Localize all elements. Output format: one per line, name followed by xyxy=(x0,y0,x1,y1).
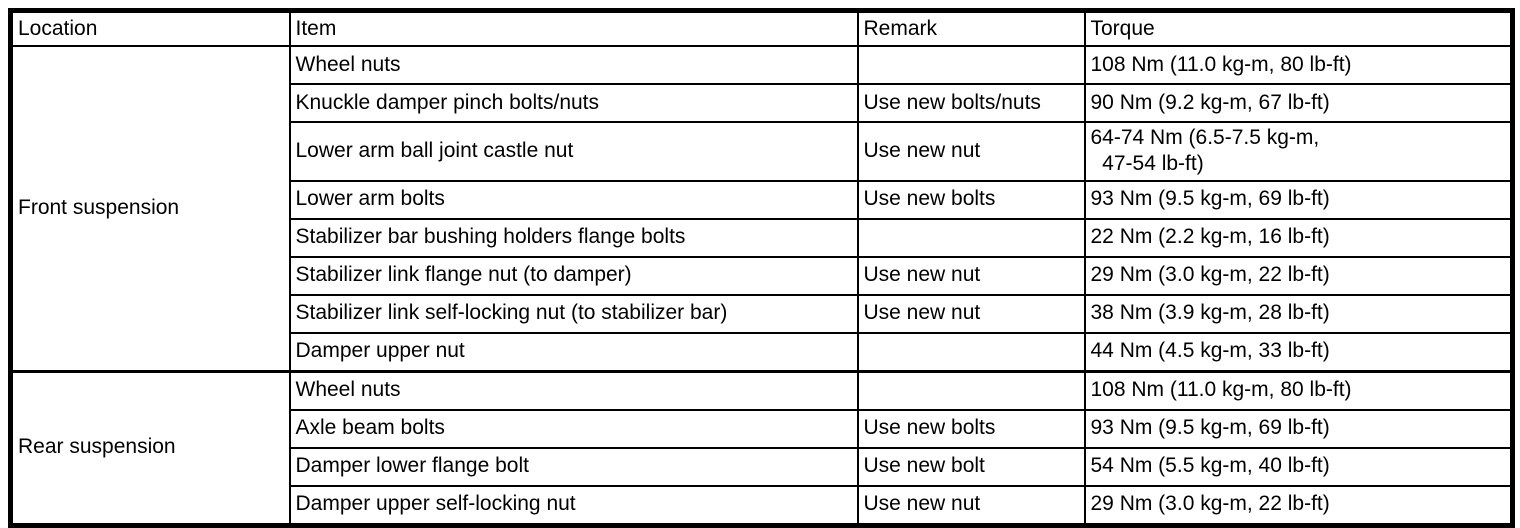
item-cell: Knuckle damper pinch bolts/nuts xyxy=(288,83,859,123)
column-header-remark: Remark xyxy=(856,9,1086,47)
table-row: Axle beam bolts Use new bolts 93 Nm (9.5… xyxy=(11,408,1514,449)
torque-cell: 29 Nm (3.0 kg-m, 22 lb-ft) xyxy=(1083,484,1514,526)
table-row: Lower arm bolts Use new bolts 93 Nm (9.5… xyxy=(11,179,1514,220)
table-row: Knuckle damper pinch bolts/nuts Use new … xyxy=(11,83,1514,123)
table-row: Stabilizer link flange nut (to damper) U… xyxy=(11,255,1514,296)
item-cell: Wheel nuts xyxy=(288,45,859,85)
table-row: Damper upper nut 44 Nm (4.5 kg-m, 33 lb-… xyxy=(11,331,1514,372)
remark-cell: Use new nut xyxy=(856,255,1086,296)
item-cell: Wheel nuts xyxy=(288,369,859,411)
remark-cell: Use new bolts/nuts xyxy=(856,83,1086,123)
remark-cell: Use new bolt xyxy=(856,446,1086,487)
torque-spec-table: Location Item Remark Torque Front suspen… xyxy=(8,8,1515,528)
torque-spec-table-container: Location Item Remark Torque Front suspen… xyxy=(8,8,1515,528)
item-cell: Stabilizer link flange nut (to damper) xyxy=(288,255,859,296)
table-row: Lower arm ball joint castle nut Use new … xyxy=(11,121,1514,182)
header-row: Location Item Remark Torque xyxy=(9,9,1514,47)
torque-cell: 38 Nm (3.9 kg-m, 28 lb-ft) xyxy=(1083,293,1514,334)
remark-cell: Use new nut xyxy=(856,484,1086,526)
table-row: Damper lower flange bolt Use new bolt 54… xyxy=(11,446,1514,487)
remark-cell: Use new nut xyxy=(856,293,1086,334)
table-row: Front suspension Wheel nuts 108 Nm (11.0… xyxy=(9,45,1514,372)
item-cell: Lower arm bolts xyxy=(288,179,859,220)
torque-cell: 54 Nm (5.5 kg-m, 40 lb-ft) xyxy=(1083,446,1514,487)
column-header-torque: Torque xyxy=(1083,9,1514,47)
item-cell: Stabilizer link self-locking nut (to sta… xyxy=(288,293,859,334)
item-cell: Damper upper self-locking nut xyxy=(288,484,859,526)
table-row: Stabilizer bar bushing holders flange bo… xyxy=(11,217,1514,258)
remark-cell xyxy=(856,331,1086,372)
torque-cell: 44 Nm (4.5 kg-m, 33 lb-ft) xyxy=(1083,331,1514,372)
location-cell-front-suspension: Front suspension xyxy=(9,45,291,372)
item-cell: Damper lower flange bolt xyxy=(288,446,859,487)
item-cell: Stabilizer bar bushing holders flange bo… xyxy=(288,217,859,258)
remark-cell xyxy=(856,217,1086,258)
torque-cell: 108 Nm (11.0 kg-m, 80 lb-ft) xyxy=(1083,369,1514,411)
remark-cell: Use new bolts xyxy=(856,408,1086,449)
location-cell-rear-suspension: Rear suspension xyxy=(9,369,291,526)
remark-cell: Use new bolts xyxy=(856,179,1086,220)
torque-cell: 108 Nm (11.0 kg-m, 80 lb-ft) xyxy=(1083,45,1514,85)
torque-cell: 90 Nm (9.2 kg-m, 67 lb-ft) xyxy=(1083,83,1514,123)
torque-cell: 64-74 Nm (6.5-7.5 kg-m, 47-54 lb-ft) xyxy=(1083,121,1514,182)
remark-cell: Use new nut xyxy=(856,121,1086,182)
torque-cell: 29 Nm (3.0 kg-m, 22 lb-ft) xyxy=(1083,255,1514,296)
torque-cell: 22 Nm (2.2 kg-m, 16 lb-ft) xyxy=(1083,217,1514,258)
torque-cell: 93 Nm (9.5 kg-m, 69 lb-ft) xyxy=(1083,408,1514,449)
column-header-item: Item xyxy=(288,9,859,47)
remark-cell xyxy=(856,45,1086,85)
table-row: Damper upper self-locking nut Use new nu… xyxy=(11,484,1514,526)
item-cell: Axle beam bolts xyxy=(288,408,859,449)
table-row: Rear suspension Wheel nuts 108 Nm (11.0 … xyxy=(9,369,1514,526)
table-row: Stabilizer link self-locking nut (to sta… xyxy=(11,293,1514,334)
item-cell: Lower arm ball joint castle nut xyxy=(288,121,859,182)
remark-cell xyxy=(856,369,1086,411)
column-header-location: Location xyxy=(9,9,291,47)
item-cell: Damper upper nut xyxy=(288,331,859,372)
torque-cell: 93 Nm (9.5 kg-m, 69 lb-ft) xyxy=(1083,179,1514,220)
